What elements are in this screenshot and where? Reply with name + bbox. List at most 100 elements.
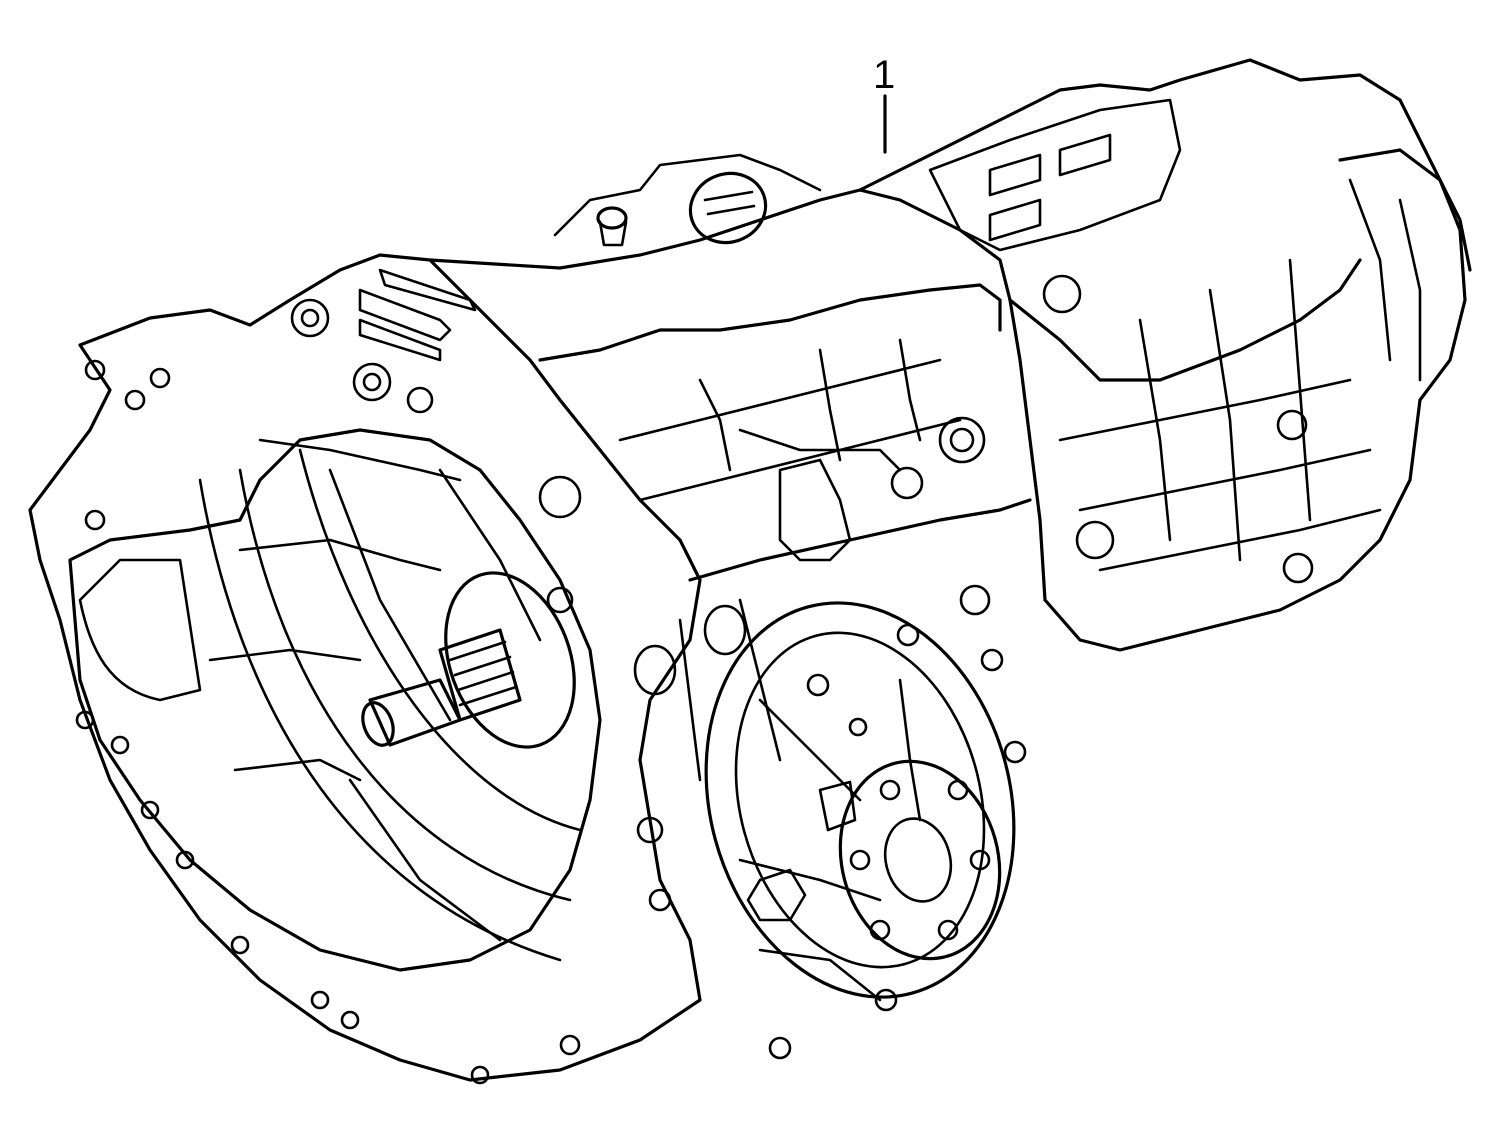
- diff-bolt: [806, 673, 830, 697]
- diff-bolt: [768, 1036, 792, 1060]
- bell-housing-arc-1: [198, 478, 562, 962]
- case-boss: [633, 644, 677, 696]
- flange-bolt: [947, 779, 969, 801]
- breather-cap: [596, 206, 628, 230]
- rear-boss: [1075, 520, 1115, 560]
- bell-housing-outline: [28, 253, 702, 1082]
- diff-rib-3: [738, 858, 882, 902]
- shift-cover-slot: [988, 153, 1042, 197]
- rear-boss: [1276, 409, 1308, 441]
- bolt-hole: [538, 475, 582, 519]
- diff-rib-4: [758, 948, 882, 1002]
- flange-bolt: [849, 849, 871, 871]
- rib-6: [348, 778, 502, 942]
- main-case: [428, 188, 1047, 782]
- bell-housing-opening: [78, 558, 202, 702]
- bell-housing-ribs: [208, 438, 542, 942]
- rear-case-side: [1008, 258, 1362, 382]
- differential-inner: [734, 631, 986, 969]
- diff-bolt: [1003, 740, 1027, 764]
- rear-case-rib-7: [1348, 178, 1392, 362]
- main-case-bottom-edge: [688, 498, 1032, 582]
- differential-housing: [704, 601, 1016, 999]
- rear-boss: [1042, 274, 1082, 314]
- main-case-rib-7: [678, 618, 702, 782]
- shift-cover-slot: [988, 198, 1042, 242]
- case-boss: [703, 604, 747, 656]
- flange-bolt: [879, 779, 901, 801]
- rear-case-rib-2: [1208, 288, 1242, 562]
- rear-case-end: [1338, 148, 1467, 402]
- rib-4: [233, 758, 362, 782]
- input-shaft-tip: [361, 701, 395, 747]
- bolt-hole: [362, 372, 382, 392]
- rib-7: [438, 468, 542, 642]
- callout-1[interactable]: 1: [873, 53, 895, 154]
- drain-plug: [746, 868, 807, 922]
- rib-5: [328, 468, 452, 722]
- case-boss: [938, 416, 986, 464]
- flange-bolt: [937, 919, 959, 941]
- bracket-slot: [378, 268, 477, 312]
- shift-cover-slot: [1058, 133, 1112, 177]
- diff-bolt: [848, 717, 868, 737]
- bell-housing-arc-2: [238, 468, 572, 902]
- rear-case-rib-4: [1058, 378, 1352, 442]
- bolt-hole: [470, 1065, 490, 1085]
- case-boss: [959, 584, 991, 616]
- input-shaft-stub: [368, 678, 462, 747]
- main-case-rib-2: [638, 418, 962, 502]
- input-shaft-flange: [444, 571, 576, 749]
- breather-stem: [598, 220, 628, 247]
- filler-cap-slot-2: [706, 204, 756, 216]
- top-fittings: [553, 153, 822, 247]
- input-shaft: [361, 571, 576, 749]
- rear-case-rib-5: [1078, 448, 1372, 512]
- case-boss: [949, 427, 975, 453]
- bell-housing-inner-rim: [68, 428, 602, 972]
- bolt-hole: [124, 389, 146, 411]
- flange-bolt: [869, 919, 891, 941]
- bell-housing-arc-3: [298, 448, 582, 832]
- rear-case-top: [858, 58, 1472, 272]
- bolt-hole: [140, 800, 160, 820]
- bolt-hole: [75, 710, 95, 730]
- bolt-hole: [84, 509, 106, 531]
- bolt-hole: [149, 367, 171, 389]
- main-case-top-edge: [428, 188, 1047, 602]
- bolt-hole: [110, 735, 130, 755]
- bell-housing: [28, 253, 702, 1082]
- bolt-hole: [310, 990, 330, 1010]
- main-case-rib-3: [698, 378, 732, 472]
- callout-1-label: 1: [873, 53, 895, 97]
- rib-2: [238, 538, 442, 572]
- diff-rib-2: [898, 678, 922, 822]
- bolt-hole: [648, 888, 672, 912]
- spline-4: [458, 685, 518, 707]
- sensor-block: [818, 780, 857, 832]
- rear-case-bottom: [1043, 398, 1422, 652]
- diff-bolt: [980, 648, 1004, 672]
- rear-case-rib-1: [1138, 318, 1172, 542]
- main-case-rib-1: [618, 358, 942, 442]
- bolt-hole: [84, 359, 106, 381]
- rear-case-rib-6: [1098, 508, 1382, 572]
- filler-cap-slot: [703, 190, 754, 202]
- top-bracket: [358, 268, 477, 362]
- drive-flange-hub: [883, 817, 953, 903]
- spline-3: [456, 670, 515, 692]
- shift-lever-arm: [738, 428, 902, 472]
- bolt-hole: [340, 1010, 360, 1030]
- bell-housing-bolt-holes: [75, 298, 672, 1085]
- diff-bolt: [874, 988, 898, 1012]
- bolt-hole: [636, 816, 664, 844]
- bolt-hole: [300, 308, 320, 328]
- bolt-hole: [175, 850, 195, 870]
- rear-case: [858, 58, 1472, 652]
- bolt-hole: [406, 386, 434, 414]
- bolt-hole: [352, 362, 392, 402]
- main-case-flange: [538, 283, 1002, 362]
- input-shaft-splined: [438, 628, 522, 722]
- rear-boss: [1282, 552, 1314, 584]
- rib-3: [208, 648, 362, 662]
